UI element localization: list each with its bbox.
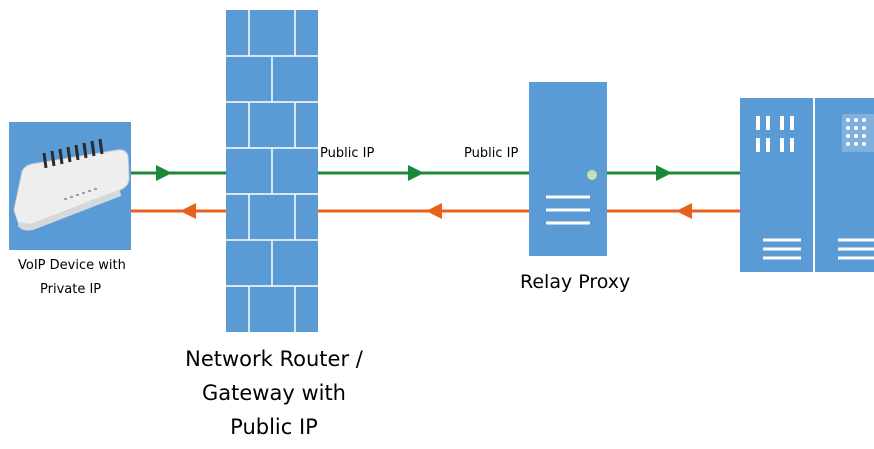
router-label-line2: Gateway with <box>202 381 346 405</box>
arrow-left-icon <box>426 203 442 219</box>
arrow-right-icon <box>156 165 172 181</box>
device-ports <box>64 188 97 200</box>
antenna-icon <box>42 138 104 169</box>
router-wall <box>226 10 318 332</box>
voip-device <box>9 122 131 250</box>
arrow-left-icon <box>180 203 196 219</box>
router-label-line1: Network Router / <box>185 347 363 371</box>
voip-device-label-line2: Private IP <box>40 282 102 297</box>
outbound-connections <box>131 165 740 181</box>
server-icon <box>529 82 607 256</box>
arrow-right-icon <box>656 165 672 181</box>
rack-slots-left <box>756 116 794 152</box>
router-device-edge <box>18 190 121 231</box>
router-label-line3: Public IP <box>230 415 318 439</box>
inbound-connections <box>131 203 740 219</box>
rack-vent-grid <box>842 114 874 152</box>
router-label: Network Router / Gateway with Public IP <box>162 342 386 444</box>
destination-server <box>740 98 874 272</box>
arrow-left-icon <box>676 203 692 219</box>
arrow-right-icon <box>408 165 424 181</box>
public-ip-label-left: Public IP <box>320 146 375 161</box>
server-status-led <box>587 170 597 180</box>
rack-lines <box>763 238 874 260</box>
voip-device-label-line1: VoIP Device with <box>18 258 126 273</box>
brick-lines <box>226 10 318 332</box>
server-slots <box>546 195 590 225</box>
relay-proxy-label: Relay Proxy <box>520 271 631 293</box>
relay-proxy-server <box>529 82 607 256</box>
public-ip-label-right: Public IP <box>464 146 519 161</box>
